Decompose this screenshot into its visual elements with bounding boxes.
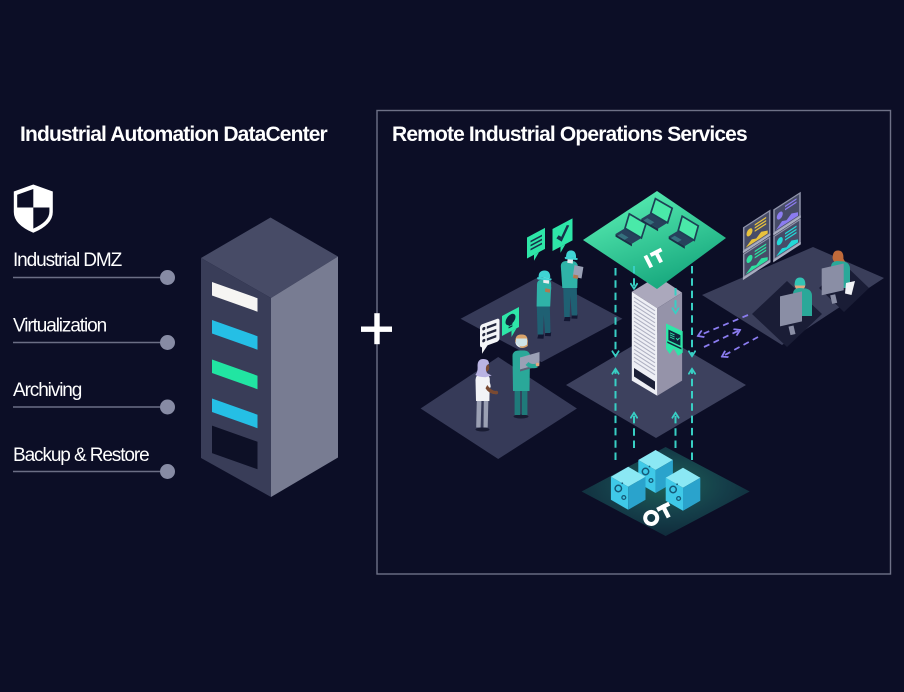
svg-text:Remote Industrial Operations S: Remote Industrial Operations Services <box>392 123 747 146</box>
svg-text:Backup & Restore: Backup & Restore <box>13 445 149 466</box>
svg-text:Archiving: Archiving <box>13 380 82 401</box>
svg-text:Industrial Automation DataCent: Industrial Automation DataCenter <box>20 123 328 146</box>
svg-text:Virtualization: Virtualization <box>13 316 107 337</box>
svg-text:Industrial DMZ: Industrial DMZ <box>13 250 123 271</box>
